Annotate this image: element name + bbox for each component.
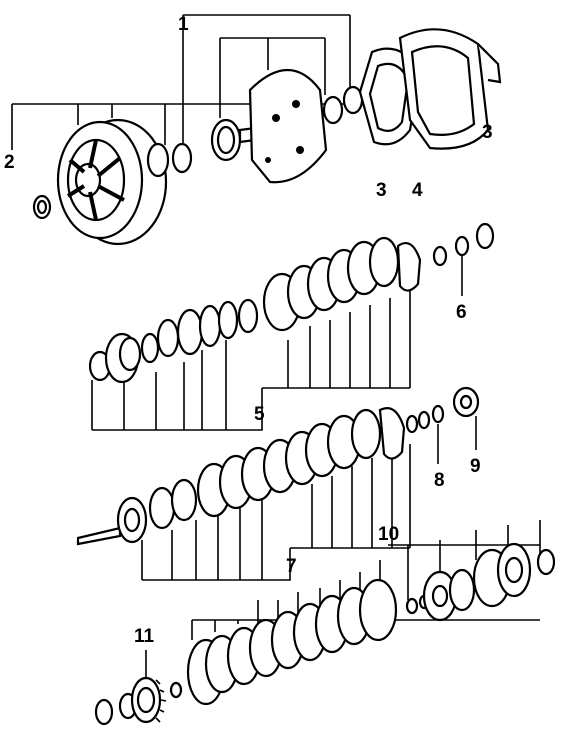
plates-7 — [148, 407, 406, 530]
bushing — [210, 118, 242, 162]
washers-6 — [432, 222, 495, 267]
callout-4: 4 — [412, 180, 423, 201]
callout-2: 2 — [4, 152, 15, 173]
callout-11: 11 — [134, 626, 155, 647]
planetary-set — [405, 542, 556, 622]
cap-9 — [452, 386, 480, 450]
callout-1: 1 — [178, 14, 189, 35]
stator-shaft — [238, 68, 328, 184]
callout-9: 9 — [470, 456, 481, 477]
o-ring — [171, 142, 193, 174]
callout-5: 5 — [254, 404, 265, 425]
gear-group-11 — [94, 650, 183, 726]
cover — [398, 28, 502, 150]
seal-ring-small — [94, 698, 114, 726]
callout-3-cover: 3 — [482, 122, 493, 143]
clutch-pack-10 — [186, 520, 556, 706]
gear-11 — [130, 676, 167, 724]
thrust-washers — [322, 85, 364, 125]
callout-6: 6 — [456, 302, 467, 323]
plates-5 — [176, 236, 422, 356]
callout-3-gasket: 3 — [376, 180, 387, 201]
pump-body — [56, 118, 170, 246]
seal-ring — [32, 194, 52, 220]
plates-10 — [186, 578, 398, 706]
pump-group — [11, 14, 502, 246]
input-shaft — [76, 496, 148, 546]
callout-8: 8 — [434, 470, 445, 491]
callout-10: 10 — [378, 524, 399, 545]
drum-5 — [88, 318, 180, 384]
callout-7: 7 — [286, 556, 297, 577]
clutch-pack-5 — [88, 222, 495, 431]
washers-8 — [405, 404, 445, 434]
clutch-pack-7 — [76, 386, 480, 581]
